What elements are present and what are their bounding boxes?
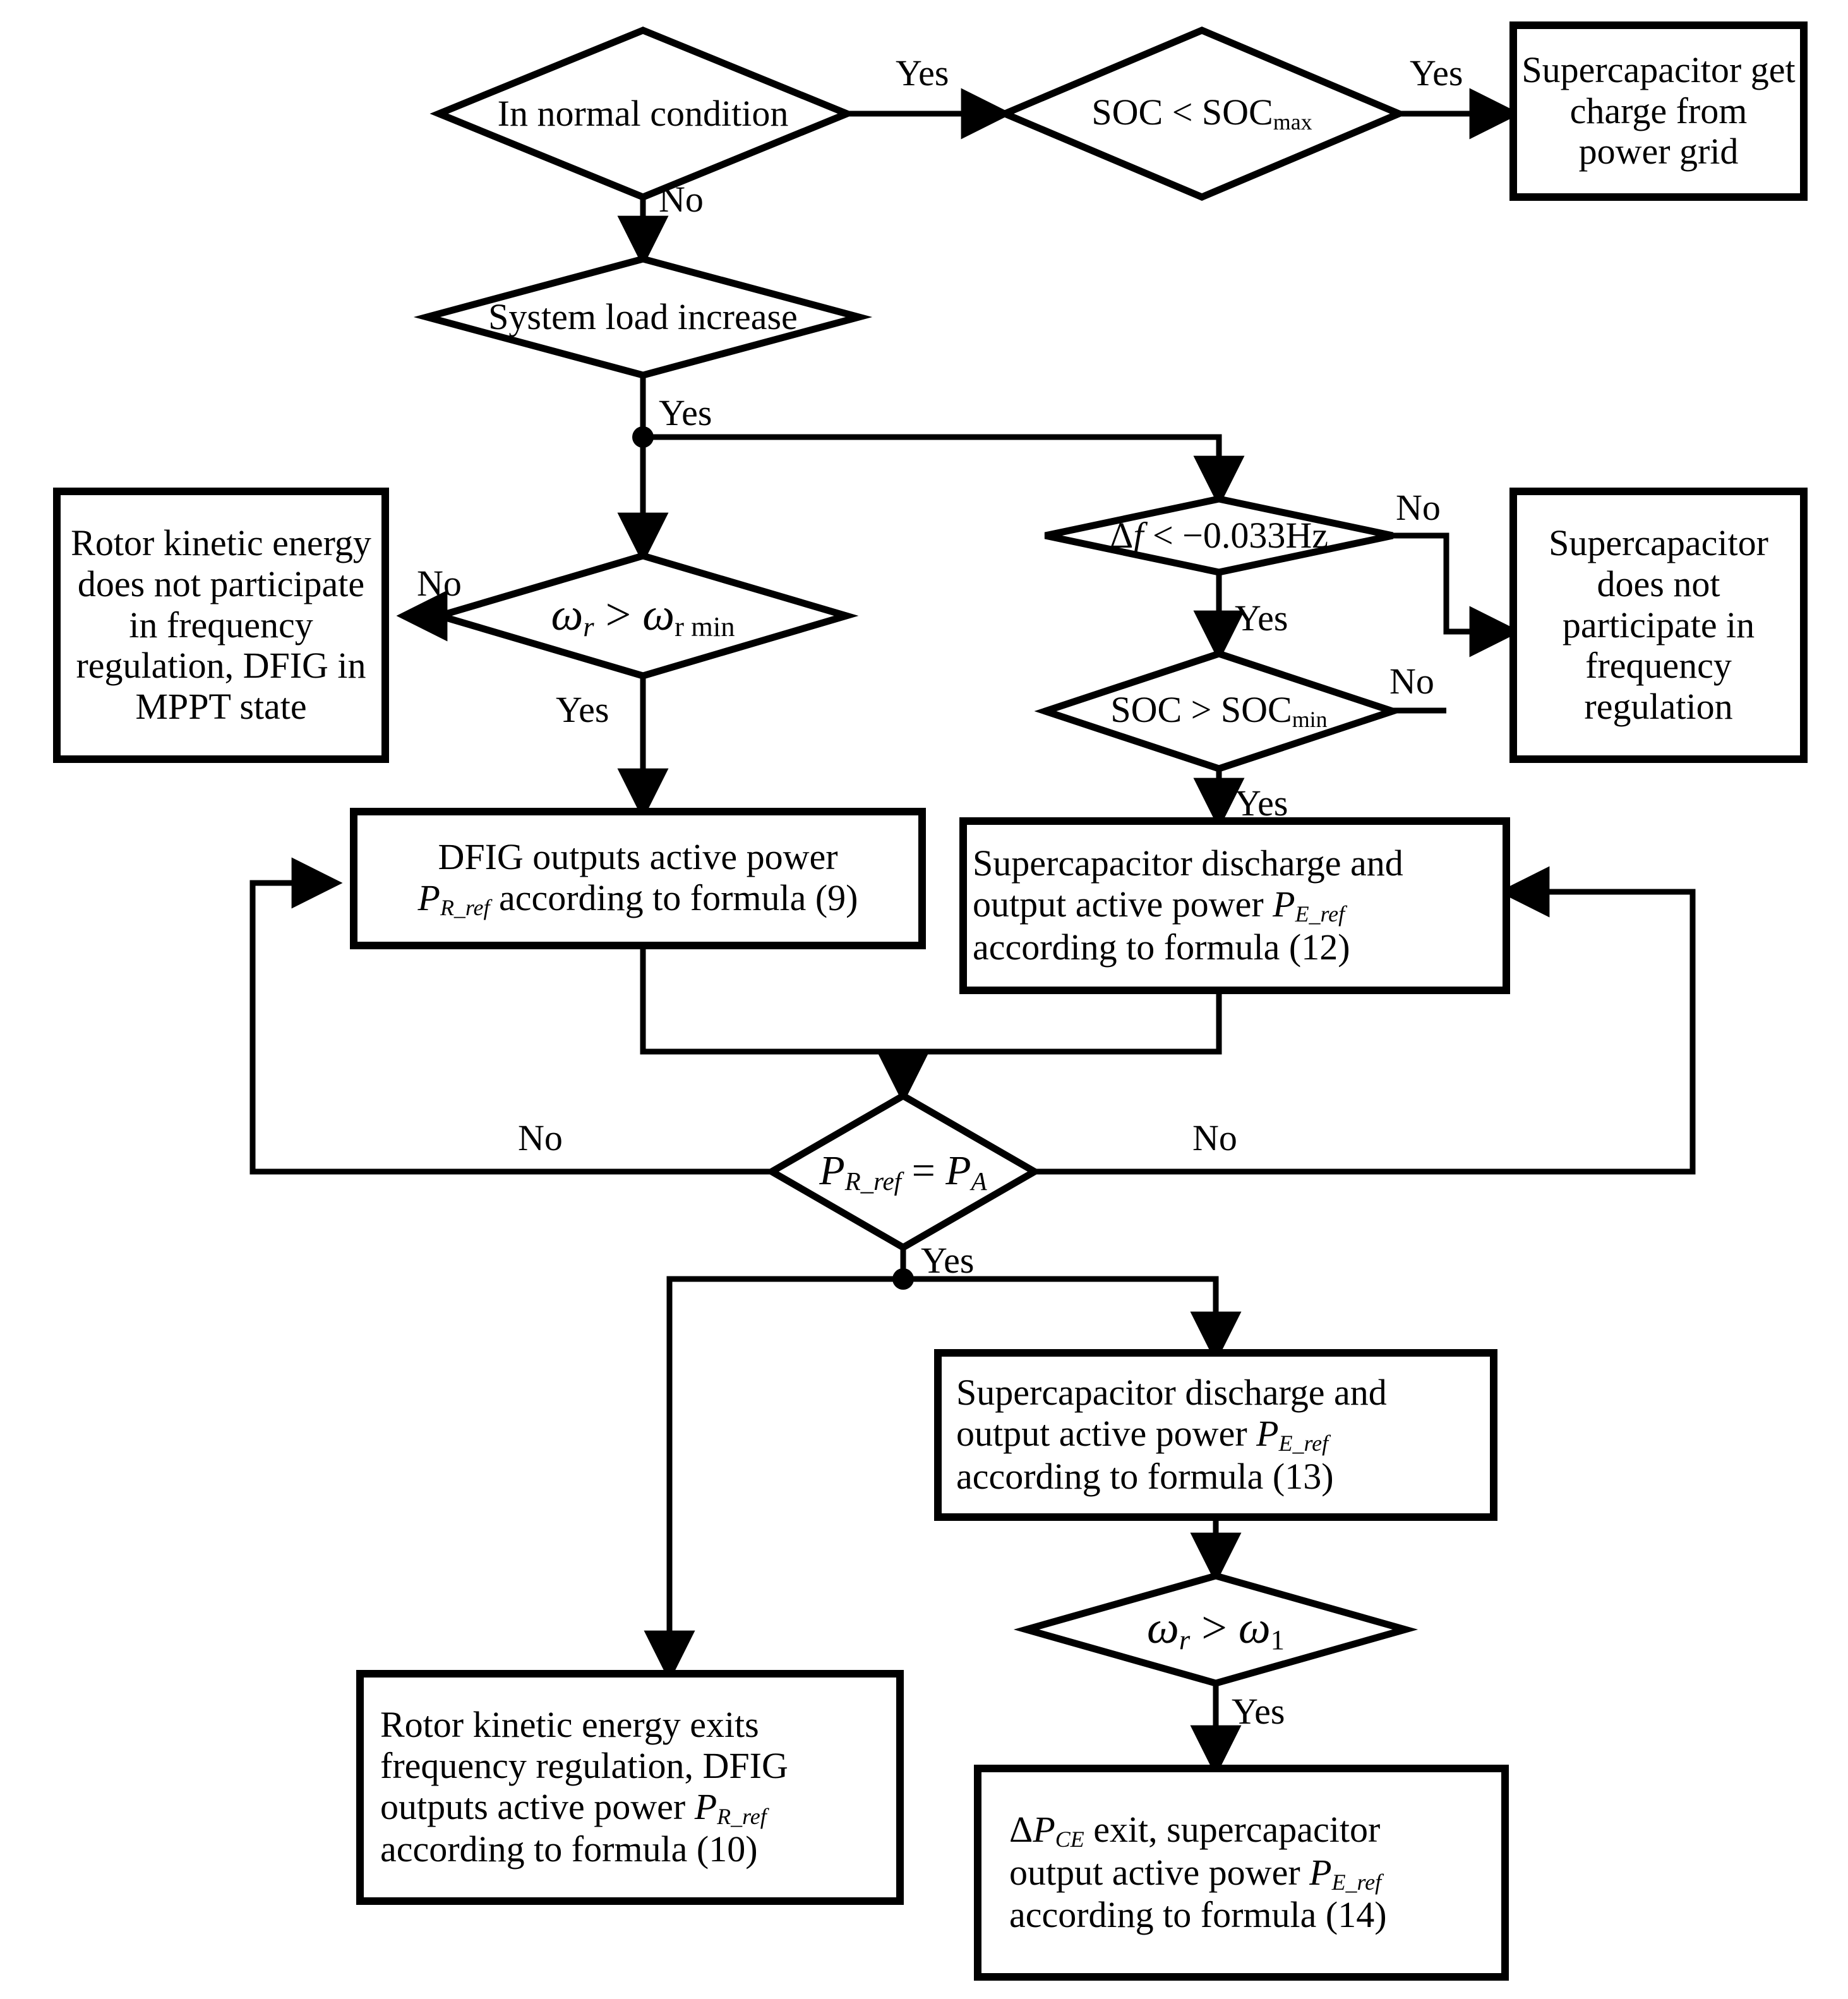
shape-box-dpce-formula14	[974, 1765, 1509, 1981]
edge-df-no	[1393, 532, 1449, 632]
edge-yes-to-sc13	[903, 1276, 1242, 1363]
shape-box-rotor-no-participate	[53, 488, 389, 763]
shape-box-rotor-exit-formula10	[356, 1670, 904, 1905]
shape-box-sc-formula12	[959, 817, 1510, 994]
edge-label-peq-no-right: No	[1192, 1117, 1237, 1158]
edge-label-socmin-yes: Yes	[1235, 783, 1288, 824]
edge-label-wrmin-yes: Yes	[556, 689, 609, 730]
shape-decision-in-normal-condition	[429, 27, 856, 201]
shape-box-sc-no-participate	[1509, 488, 1808, 763]
shape-box-sc-formula13	[934, 1349, 1497, 1521]
edge-label-w1-yes: Yes	[1232, 1691, 1285, 1732]
shape-decision-wr-min	[427, 552, 859, 680]
shape-box-dfig-formula9	[350, 808, 926, 949]
edge-right-rail-to-box	[1443, 536, 1521, 657]
edge-yes-to-rotor-exit	[644, 1276, 903, 1682]
shape-decision-system-load-increase	[413, 255, 873, 379]
edge-label-socmax-yes: Yes	[1410, 52, 1463, 93]
shape-box-supercapacitor-charge	[1509, 21, 1808, 201]
shape-decision-w1	[1013, 1572, 1419, 1687]
edge-label-normal-yes: Yes	[896, 52, 949, 93]
shape-decision-delta-f	[1044, 495, 1394, 576]
junction-dot-load-yes	[632, 426, 654, 448]
edge-label-peq-no-left: No	[518, 1117, 563, 1158]
edge-sc12-merge	[903, 988, 1222, 1055]
edge-peq-no-left	[249, 857, 772, 1175]
edge-label-normal-no: No	[659, 179, 704, 220]
edge-label-wrmin-no: No	[417, 563, 462, 604]
shape-decision-peq	[764, 1091, 1042, 1252]
edge-label-df-yes: Yes	[1235, 597, 1288, 639]
edge-label-df-no: No	[1396, 487, 1441, 528]
edge-label-socmin-no: No	[1389, 661, 1434, 702]
edge-dfig9-merge	[640, 941, 903, 1055]
junction-dot-peq-yes	[892, 1268, 914, 1290]
edge-load-yes-right	[643, 434, 1245, 507]
shape-decision-soc-max	[995, 27, 1408, 201]
shape-decision-soc-min	[1034, 650, 1404, 772]
edge-label-load-yes: Yes	[659, 392, 712, 433]
edge-label-peq-yes: Yes	[921, 1240, 975, 1281]
edge-peq-no-right	[1035, 866, 1696, 1175]
